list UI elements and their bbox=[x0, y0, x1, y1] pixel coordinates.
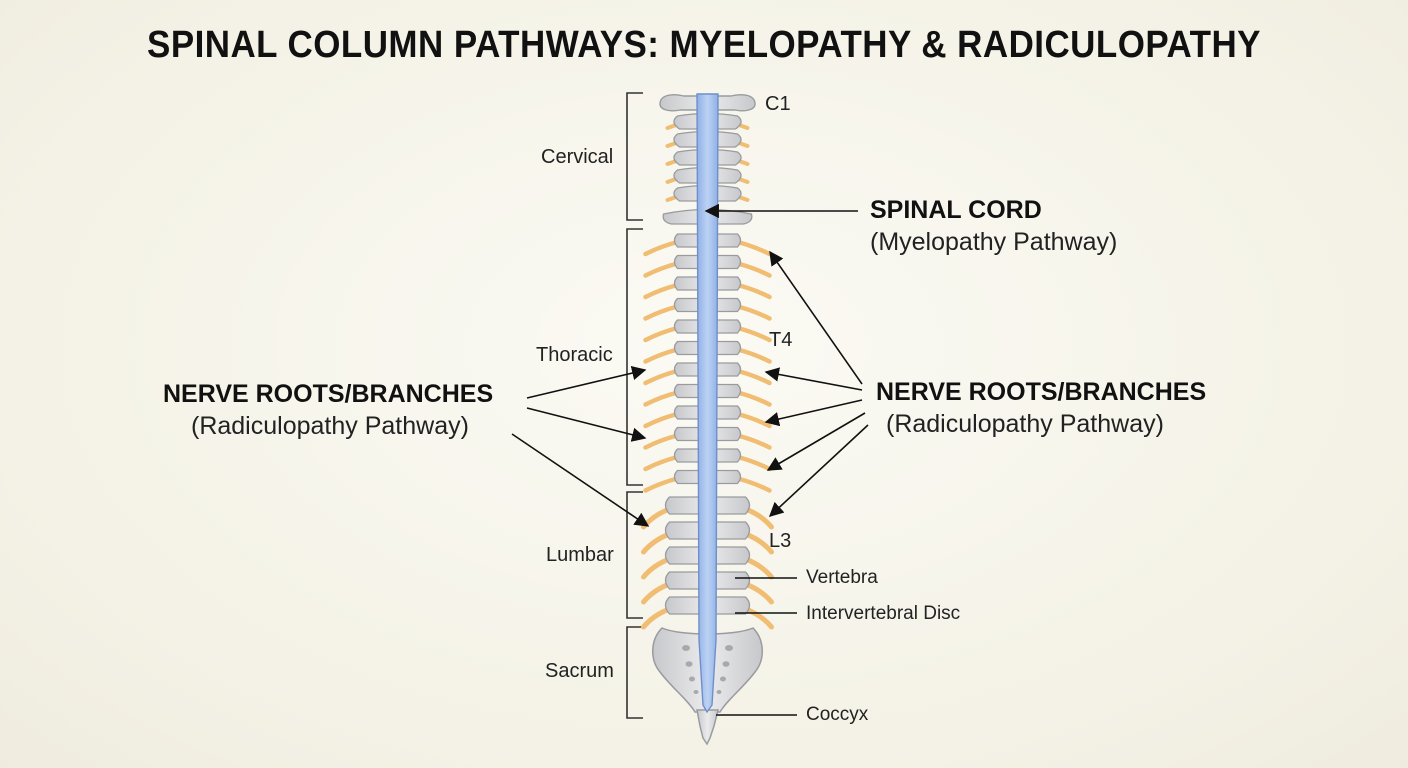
left-nerve-title: NERVE ROOTS/BRANCHES bbox=[163, 380, 494, 408]
spinal-cord-subtitle: (Myelopathy Pathway) bbox=[870, 228, 1118, 256]
nerve-root-left bbox=[643, 390, 680, 407]
nerve-root-left bbox=[643, 347, 680, 364]
nerve-root-left bbox=[643, 411, 680, 429]
nerve-root-right bbox=[735, 282, 772, 300]
left-nerve-pointer-1 bbox=[526, 365, 647, 399]
lumbar-label: Lumbar bbox=[546, 544, 614, 566]
nerve-root-left bbox=[643, 304, 680, 321]
nerve-root-right bbox=[735, 390, 772, 407]
diagram-title: SPINAL COLUMN PATHWAYS: MYELOPATHY & RAD… bbox=[147, 24, 1261, 66]
lumbar-bracket bbox=[626, 491, 643, 619]
nerve-root-right bbox=[735, 347, 772, 364]
nerve-root-left bbox=[643, 368, 680, 386]
region-brackets bbox=[626, 92, 643, 719]
left-nerve-pointer-2 bbox=[526, 407, 647, 442]
nerve-root-left bbox=[643, 433, 680, 450]
nerve-root-left bbox=[643, 476, 680, 493]
nerve-root-right bbox=[735, 476, 772, 493]
nerve-root-right bbox=[743, 531, 774, 555]
left-nerve-subtitle: (Radiculopathy Pathway) bbox=[191, 412, 469, 440]
intervertebral-disc-label: Intervertebral Disc bbox=[806, 603, 961, 624]
nerve-root-right bbox=[735, 411, 772, 429]
left-nerve-pointer-3 bbox=[511, 433, 650, 527]
right-nerve-subtitle: (Radiculopathy Pathway) bbox=[886, 410, 1164, 438]
nerve-root-left bbox=[641, 606, 672, 630]
spinal-cord-title: SPINAL CORD bbox=[870, 196, 1042, 224]
sacrum-label: Sacrum bbox=[545, 660, 614, 682]
nerve-root-left bbox=[643, 282, 680, 300]
nerve-root-left bbox=[643, 261, 680, 278]
spinal-cord bbox=[696, 93, 719, 714]
nerve-root-right bbox=[735, 433, 772, 450]
nerve-root-left bbox=[641, 581, 672, 605]
right-nerve-pointer-3 bbox=[764, 399, 863, 427]
right-nerve-title: NERVE ROOTS/BRANCHES bbox=[876, 378, 1207, 406]
nerve-root-right bbox=[743, 556, 774, 580]
c1-label: C1 bbox=[765, 93, 791, 115]
nerve-root-left bbox=[641, 556, 672, 580]
nerve-root-right bbox=[735, 239, 772, 257]
thoracic-label: Thoracic bbox=[536, 344, 613, 366]
nerve-root-left bbox=[641, 531, 672, 555]
thoracic-bracket bbox=[626, 228, 643, 486]
vertebra-label: Vertebra bbox=[806, 567, 878, 588]
nerve-root-left bbox=[641, 506, 672, 530]
nerve-root-right bbox=[735, 368, 772, 386]
leader-lines bbox=[511, 203, 869, 716]
coccyx-bone bbox=[696, 709, 719, 746]
nerve-root-right bbox=[743, 506, 774, 530]
cervical-label: Cervical bbox=[541, 146, 614, 168]
right-nerve-pointer-4 bbox=[766, 412, 866, 471]
right-nerve-pointer-5 bbox=[768, 424, 869, 517]
nerve-root-left bbox=[643, 239, 680, 257]
nerve-root-right bbox=[735, 325, 772, 343]
right-nerve-pointer-2 bbox=[764, 367, 863, 391]
nerve-root-right bbox=[735, 304, 772, 321]
t4-label: T4 bbox=[769, 329, 793, 351]
nerve-root-right bbox=[735, 261, 772, 278]
nerve-root-left bbox=[643, 325, 680, 343]
l3-label: L3 bbox=[769, 530, 792, 552]
nerve-root-right bbox=[735, 454, 772, 472]
nerve-root-right bbox=[743, 606, 774, 630]
nerve-root-right bbox=[743, 581, 774, 605]
nerve-root-left bbox=[643, 454, 680, 472]
coccyx-label: Coccyx bbox=[806, 704, 869, 725]
sacrum-bracket bbox=[626, 626, 643, 719]
cervical-bracket bbox=[626, 92, 643, 221]
right-nerve-pointer-1 bbox=[769, 250, 863, 385]
